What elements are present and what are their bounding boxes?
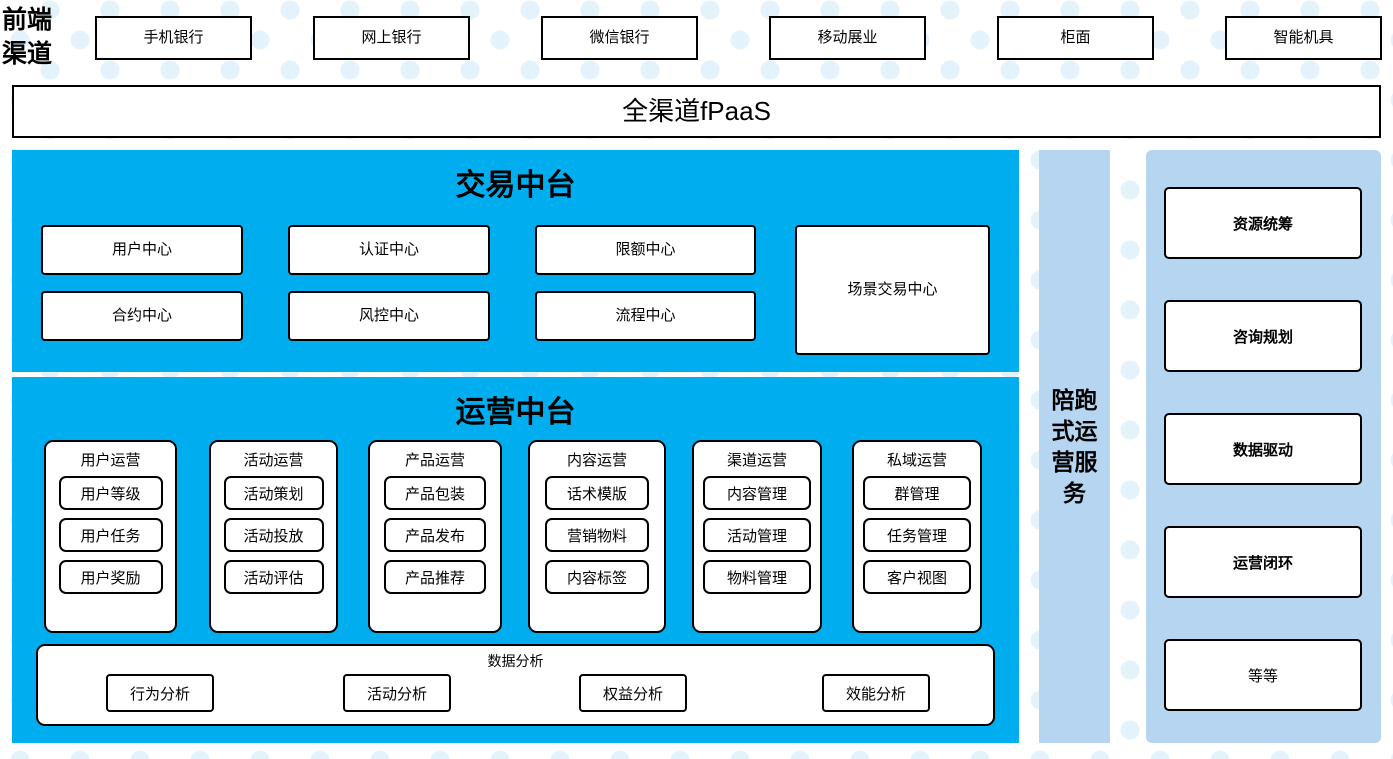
frontend-channel-label: 前端 渠道 xyxy=(2,5,53,68)
scene-transaction-center-card[interactable]: 场景交易中心 xyxy=(795,225,990,355)
ops-item-4-3[interactable]: 内容标签 xyxy=(545,560,649,594)
ops-column-title: 渠道运营 xyxy=(726,452,787,469)
ops-item-4-1[interactable]: 话术模版 xyxy=(545,476,649,510)
channel-box-4[interactable]: 移动展业 xyxy=(769,16,926,60)
capability-card-2[interactable]: 咨询规划 xyxy=(1164,300,1362,372)
ops-column-title: 私域运营 xyxy=(886,452,947,469)
channel-box-3[interactable]: 微信银行 xyxy=(541,16,698,60)
ops-item-6-3[interactable]: 客户视图 xyxy=(863,560,971,594)
ops-column-5: 渠道运营内容管理活动管理物料管理 xyxy=(692,440,822,633)
accompany-operation-service-column[interactable]: 陪跑式运营服务 xyxy=(1039,150,1110,743)
ops-item-6-2[interactable]: 任务管理 xyxy=(863,518,971,552)
ops-column-title: 产品运营 xyxy=(404,452,465,469)
ops-item-5-1[interactable]: 内容管理 xyxy=(703,476,811,510)
ops-item-3-2[interactable]: 产品发布 xyxy=(384,518,486,552)
data-analysis-item-1[interactable]: 行为分析 xyxy=(106,674,214,712)
capability-card-3[interactable]: 数据驱动 xyxy=(1164,413,1362,485)
ops-column-title: 内容运营 xyxy=(566,452,627,469)
data-analysis-item-4[interactable]: 效能分析 xyxy=(822,674,930,712)
ops-item-4-2[interactable]: 营销物料 xyxy=(545,518,649,552)
ops-column-title: 用户运营 xyxy=(80,452,141,469)
ops-column-6: 私域运营群管理任务管理客户视图 xyxy=(852,440,982,633)
trade-center-card-3[interactable]: 限额中心 xyxy=(535,225,756,275)
ops-item-2-1[interactable]: 活动策划 xyxy=(223,476,324,510)
ops-item-2-2[interactable]: 活动投放 xyxy=(223,518,324,552)
accompany-operation-service-label: 陪跑式运营服务 xyxy=(1051,386,1098,506)
trade-center-card-6[interactable]: 流程中心 xyxy=(535,291,756,341)
trade-center-card-1[interactable]: 用户中心 xyxy=(41,225,243,275)
ops-column-2: 活动运营活动策划活动投放活动评估 xyxy=(209,440,338,633)
ops-item-6-1[interactable]: 群管理 xyxy=(863,476,971,510)
trade-center-card-5[interactable]: 风控中心 xyxy=(288,291,490,341)
capability-card-4[interactable]: 运营闭环 xyxy=(1164,526,1362,598)
omnichannel-fpaas-bar[interactable]: 全渠道fPaaS xyxy=(12,85,1381,138)
capability-column: 资源统筹咨询规划数据驱动运营闭环等等 xyxy=(1146,150,1381,743)
ops-item-3-3[interactable]: 产品推荐 xyxy=(384,560,486,594)
ops-item-1-2[interactable]: 用户任务 xyxy=(58,518,163,552)
ops-column-4: 内容运营话术模版营销物料内容标签 xyxy=(528,440,666,633)
ops-item-1-1[interactable]: 用户等级 xyxy=(58,476,163,510)
channel-box-5[interactable]: 柜面 xyxy=(997,16,1154,60)
channel-box-2[interactable]: 网上银行 xyxy=(313,16,470,60)
data-analysis-item-3[interactable]: 权益分析 xyxy=(579,674,687,712)
operations-center-title: 运营中台 xyxy=(455,395,576,430)
channel-box-6[interactable]: 智能机具 xyxy=(1225,16,1382,60)
ops-item-3-1[interactable]: 产品包装 xyxy=(384,476,486,510)
data-analysis-title: 数据分析 xyxy=(487,653,544,669)
ops-item-5-2[interactable]: 活动管理 xyxy=(703,518,811,552)
ops-item-1-3[interactable]: 用户奖励 xyxy=(58,560,163,594)
data-analysis-item-2[interactable]: 活动分析 xyxy=(343,674,451,712)
ops-column-title: 活动运营 xyxy=(243,452,304,469)
trade-center-card-4[interactable]: 合约中心 xyxy=(41,291,243,341)
ops-column-1: 用户运营用户等级用户任务用户奖励 xyxy=(44,440,177,633)
ops-item-5-3[interactable]: 物料管理 xyxy=(703,560,811,594)
ops-item-2-3[interactable]: 活动评估 xyxy=(223,560,324,594)
capability-card-5[interactable]: 等等 xyxy=(1164,639,1362,711)
channel-box-1[interactable]: 手机银行 xyxy=(95,16,252,60)
trade-center-card-2[interactable]: 认证中心 xyxy=(288,225,490,275)
capability-card-1[interactable]: 资源统筹 xyxy=(1164,187,1362,259)
trade-center-title: 交易中台 xyxy=(455,168,576,203)
ops-column-3: 产品运营产品包装产品发布产品推荐 xyxy=(368,440,502,633)
